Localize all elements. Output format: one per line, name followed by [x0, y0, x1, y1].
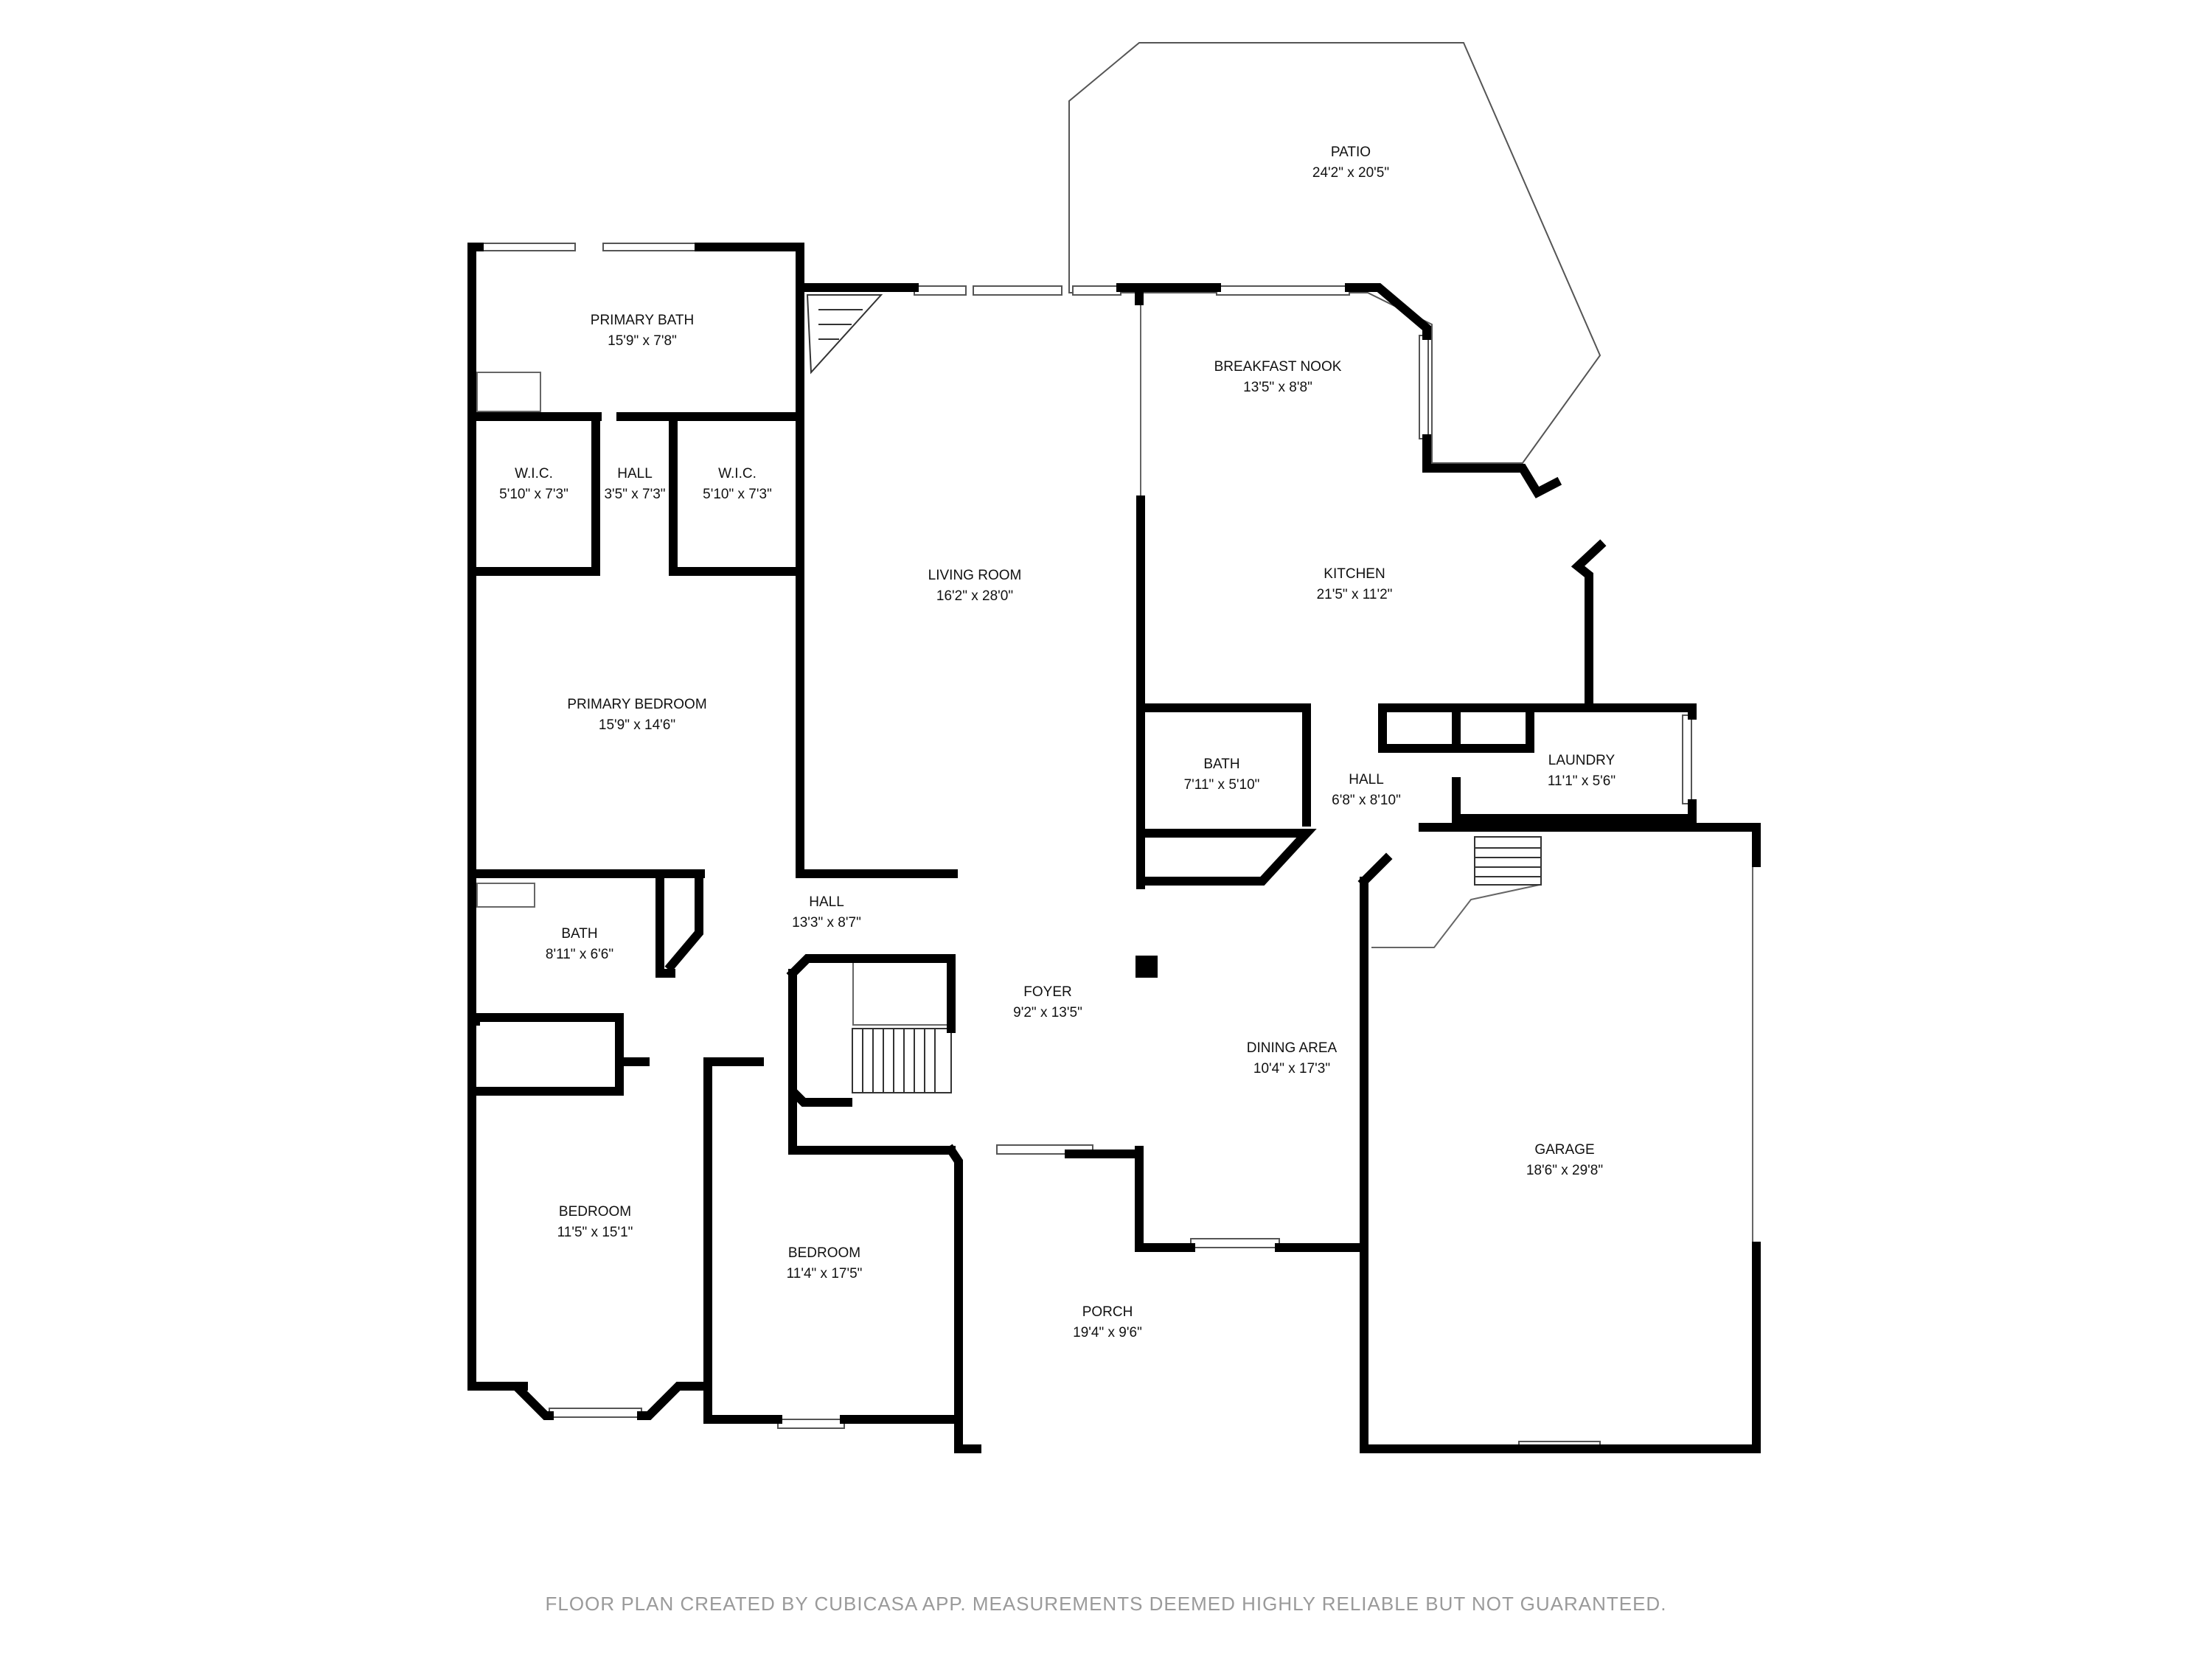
room-dims: 9'2" x 13'5": [1013, 1005, 1082, 1020]
room-dims: 15'9" x 14'6": [599, 717, 675, 733]
patio-outline: [1068, 42, 1601, 464]
room-dims: 10'4" x 17'3": [1253, 1061, 1330, 1077]
room-dims: 24'2" x 20'5": [1312, 165, 1389, 181]
room-dims: 21'5" x 11'2": [1317, 587, 1393, 602]
room-dims: 13'5" x 8'8": [1243, 380, 1312, 395]
walls: [467, 243, 1761, 1453]
footer-disclaimer: FLOOR PLAN CREATED BY CUBICASA APP. MEAS…: [545, 1593, 1667, 1615]
room-name: FOYER: [1023, 984, 1071, 1000]
room-name: DINING AREA: [1247, 1040, 1338, 1056]
room-dims: 13'3" x 8'7": [792, 915, 861, 931]
room-name: BATH: [561, 926, 597, 942]
room-name: PORCH: [1082, 1304, 1133, 1320]
room-dims: 5'10" x 7'3": [703, 487, 772, 502]
room-name: KITCHEN: [1324, 566, 1385, 582]
fireplace-icon: [806, 294, 883, 375]
room-dims: 7'11" x 5'10": [1184, 777, 1260, 793]
room-name: PATIO: [1331, 145, 1371, 160]
room-name: LAUNDRY: [1548, 753, 1615, 768]
room-name: HALL: [809, 894, 844, 910]
room-name: BREAKFAST NOOK: [1214, 359, 1342, 375]
room-name: BATH: [1203, 757, 1239, 772]
room-name: W.I.C.: [718, 466, 757, 481]
room-name: HALL: [617, 466, 653, 481]
room-name: W.I.C.: [515, 466, 553, 481]
room-dims: 11'5" x 15'1": [557, 1225, 633, 1240]
room-name: GARAGE: [1534, 1142, 1594, 1158]
room-dims: 5'10" x 7'3": [499, 487, 568, 502]
windows: [467, 243, 1692, 1451]
garage-stairs-icon: [1474, 836, 1542, 886]
room-dims: 6'8" x 8'10": [1332, 793, 1401, 808]
room-dims: 11'1" x 5'6": [1548, 773, 1615, 789]
room-name: HALL: [1349, 772, 1384, 787]
stairs-icon: [852, 1028, 952, 1093]
room-name: PRIMARY BATH: [591, 313, 694, 328]
room-dims: 15'9" x 7'8": [608, 333, 677, 349]
room-name: BEDROOM: [788, 1245, 860, 1261]
room-dims: 11'4" x 17'5": [787, 1266, 863, 1281]
room-name: BEDROOM: [559, 1204, 631, 1220]
room-dims: 16'2" x 28'0": [936, 588, 1013, 604]
column: [1135, 956, 1158, 978]
room-dims: 19'4" x 9'6": [1073, 1325, 1142, 1340]
room-name: PRIMARY BEDROOM: [567, 697, 706, 712]
room-dims: 8'11" x 6'6": [546, 947, 613, 962]
room-dims: 18'6" x 29'8": [1526, 1163, 1603, 1178]
thin-lines: [476, 301, 1753, 1427]
room-dims: 3'5" x 7'3": [604, 487, 665, 502]
room-name: LIVING ROOM: [928, 568, 1022, 583]
room-labels: PATIO 24'2" x 20'5" PRIMARY BATH 15'9" x…: [499, 145, 1615, 1340]
